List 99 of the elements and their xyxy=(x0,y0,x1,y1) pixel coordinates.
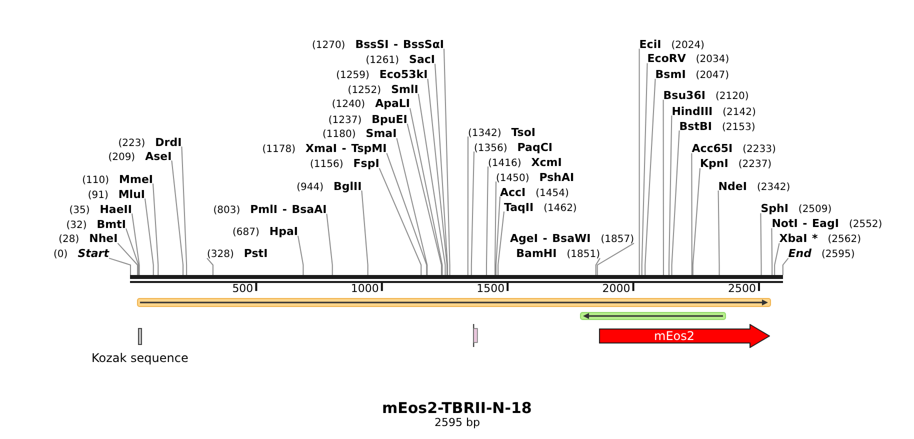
leader-line xyxy=(108,258,131,276)
leader-line xyxy=(206,258,214,276)
restriction-site-label: (1178) XmaI - TspMI xyxy=(262,140,387,154)
leader-line xyxy=(774,242,780,276)
scale-label: 1500 xyxy=(476,282,505,295)
restriction-site-label: (1270) BssSI - BssSαI xyxy=(312,36,444,49)
feature-marker xyxy=(473,324,478,347)
restriction-site-label: (1259) Eco53kI xyxy=(336,66,428,79)
restriction-site-label: (1180) SmaI xyxy=(322,125,397,138)
leader-line xyxy=(671,130,680,276)
restriction-site-label: SphI (2509) xyxy=(760,200,832,214)
restriction-site-label: (1261) SacI xyxy=(366,50,435,64)
restriction-site-label: EcoRV (2034) xyxy=(647,50,730,64)
restriction-site-label: NotI - EagI (2552) xyxy=(772,215,882,228)
restriction-site-label: (1356) PaqCI xyxy=(474,138,552,152)
leader-line xyxy=(644,78,656,276)
leader-line xyxy=(641,62,648,276)
leader-line xyxy=(662,99,664,276)
leader-line xyxy=(638,48,640,276)
leader-line xyxy=(132,213,140,276)
leader-line xyxy=(668,115,672,276)
restriction-site-label: (1156) FspI xyxy=(310,155,380,168)
restriction-site-label: (91) MluI xyxy=(88,186,145,198)
leader-line xyxy=(361,190,368,276)
scale-label: 1000 xyxy=(350,282,379,295)
leader-line xyxy=(117,242,138,276)
scale-label: 500 xyxy=(232,282,254,295)
leader-line xyxy=(498,211,504,276)
gene-feature xyxy=(599,324,770,348)
leader-line xyxy=(470,151,474,276)
leader-line xyxy=(595,258,600,276)
sequence-end-label: (0) Start xyxy=(54,245,109,258)
feature-label: mEos2 xyxy=(654,329,694,343)
leader-line xyxy=(496,196,500,276)
leader-line xyxy=(760,212,762,276)
restriction-site-label: (1240) ApaLI xyxy=(332,95,410,108)
restriction-site-label: (328) PstI xyxy=(207,245,268,258)
dna-backbone xyxy=(130,275,783,283)
leader-line xyxy=(418,93,446,276)
restriction-site-label: NdeI (2342) xyxy=(718,178,790,190)
restriction-site-label: BsmI (2047) xyxy=(655,66,730,79)
sequence-end-label: End (2595) xyxy=(788,245,855,258)
leader-line xyxy=(386,152,428,276)
leader-line xyxy=(378,168,422,276)
restriction-site-label: (1450) PshAI xyxy=(496,168,574,182)
scale-label: 2000 xyxy=(602,282,630,295)
leader-line xyxy=(144,198,154,276)
restriction-site-label: (1237) BpuEI xyxy=(328,110,408,124)
restriction-site-label: (223) DrdI xyxy=(118,134,182,146)
leader-line xyxy=(410,108,443,276)
restriction-site-label: Acc65I (2233) xyxy=(692,140,776,154)
leader-line xyxy=(181,146,188,276)
restriction-site-label: XbaI * (2562) xyxy=(779,230,862,244)
leader-line xyxy=(444,48,450,276)
leader-line xyxy=(691,152,692,276)
restriction-site-label: KpnI (2237) xyxy=(700,155,772,168)
feature-bar xyxy=(137,298,771,307)
map-title: mEos2-TBRII-N-18 xyxy=(382,399,532,417)
restriction-site-label: (687) HpaI xyxy=(232,222,298,236)
restriction-site-label: HindIII (2142) xyxy=(672,102,756,116)
feature-marker xyxy=(138,328,142,344)
leader-line xyxy=(434,63,448,276)
leader-line xyxy=(171,160,184,276)
restriction-site-label: Bsu36I (2120) xyxy=(663,86,749,100)
restriction-site-label: (110) MmeI xyxy=(82,170,153,184)
leader-line xyxy=(427,78,448,276)
leader-line xyxy=(126,228,140,276)
leader-line xyxy=(596,242,634,276)
scale-label: 2500 xyxy=(728,282,756,295)
restriction-site-label: (944) BglII xyxy=(296,178,362,190)
sequence-length: 2595 bp xyxy=(434,416,480,430)
restriction-site-label: EciI (2024) xyxy=(639,36,704,49)
restriction-site-label: TaqII (1462) xyxy=(504,198,577,212)
feature-label: Kozak sequence xyxy=(92,350,188,364)
leader-line xyxy=(406,123,442,276)
feature-bar xyxy=(580,312,726,320)
leader-line xyxy=(494,181,496,276)
leader-line xyxy=(782,258,789,276)
leader-line xyxy=(467,136,468,276)
restriction-site-label: BstBI (2153) xyxy=(679,118,756,130)
restriction-site-label: (35) HaeII xyxy=(69,200,132,214)
restriction-site-label: (1252) SmlI xyxy=(348,80,418,94)
leader-line xyxy=(326,213,333,276)
leader-line xyxy=(396,138,428,276)
restriction-site-label: BamHI (1851) xyxy=(516,245,600,258)
leader-line xyxy=(298,235,304,276)
restriction-site-label: (209) AseI xyxy=(108,148,172,160)
leader-line xyxy=(718,190,720,276)
restriction-site-label: (28) NheI xyxy=(58,230,118,244)
restriction-site-label: (803) PmlI - BsaAI xyxy=(213,200,327,214)
leader-line xyxy=(771,228,773,276)
leader-line xyxy=(692,168,700,276)
restriction-site-label: (32) BmtI xyxy=(66,216,126,228)
restriction-site-label: AgeI - BsaWI (1857) xyxy=(510,230,634,244)
leader-line xyxy=(152,183,159,276)
restriction-site-label: AccI (1454) xyxy=(500,184,569,196)
leader-line xyxy=(486,166,488,276)
restriction-site-label: (1342) TsoI xyxy=(468,124,536,136)
restriction-site-label: (1416) XcmI xyxy=(488,154,562,166)
